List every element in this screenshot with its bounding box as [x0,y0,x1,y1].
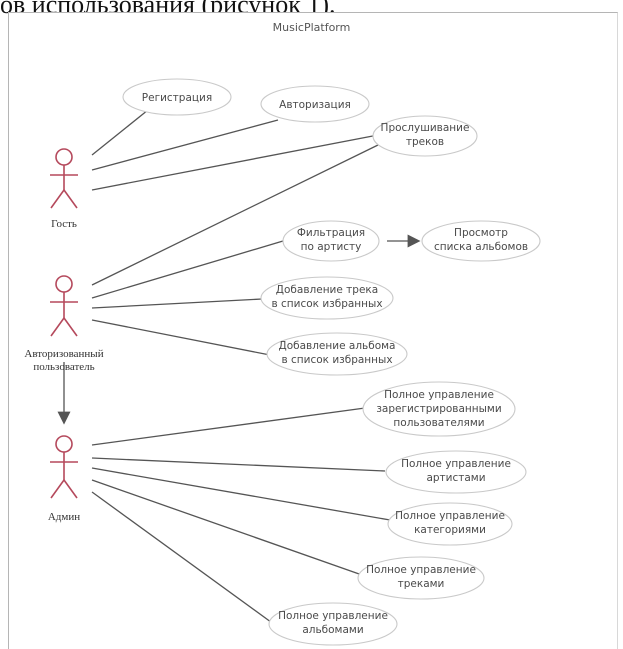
actor-admin [50,435,78,499]
usecase-manage-artists-text-1: Полное управление [401,458,511,470]
usecase-listening-text-2: треков [406,136,444,148]
usecase-manage-artists-text-2: артистами [426,472,485,484]
usecase-add-track: Добавление трека в список избранных [260,276,394,320]
usecase-manage-albums: Полное управление альбомами [268,602,398,646]
system-title: MusicPlatform [272,21,351,34]
usecase-add-album-text-1: Добавление альбома [279,340,396,352]
association-lines [57,109,421,626]
usecase-add-album-text-2: в список избранных [281,354,392,366]
line-guest-registration [91,109,149,156]
usecase-filter-text-2: по артисту [301,241,362,253]
line-admin-categories [91,467,391,521]
line-user-addalbum [91,319,271,356]
usecase-manage-categories-text-2: категориями [414,524,486,536]
usecase-manage-tracks-text-1: Полное управление [366,564,476,576]
line-user-addtrack [91,298,263,309]
line-admin-users [91,407,366,446]
actor-user-label-line1: Авторизованный [24,348,103,360]
actor-admin-label: Админ [48,511,80,523]
usecase-manage-categories: Полное управление категориями [387,502,513,546]
line-admin-tracks [91,479,363,576]
usecase-manage-users-text-2: зарегистрированными [376,403,501,415]
usecase-manage-tracks-text-2: треками [398,578,445,590]
actor-user-label-line2: пользователь [33,361,94,373]
usecase-manage-albums-text-2: альбомами [302,624,363,636]
usecase-add-track-text-1: Добавление трека [276,284,378,296]
line-guest-authorization [91,119,279,171]
usecase-authorization: Авторизация [260,85,370,123]
usecase-add-album: Добавление альбома в список избранных [266,332,408,376]
line-admin-artists [91,457,386,472]
usecase-manage-albums-text-1: Полное управление [278,610,388,622]
line-guest-listening [91,134,379,191]
usecase-filter: Фильтрация по артисту [282,220,380,262]
usecase-authorization-text: Авторизация [279,99,351,111]
usecase-view-albums: Просмотр списка альбомов [421,220,541,262]
usecase-view-albums-text-1: Просмотр [454,227,508,239]
system-boundary [8,12,618,649]
line-user-listening [91,144,379,286]
usecase-listening: Прослушивание треков [372,115,478,157]
actor-authorized-user [50,275,78,337]
usecase-registration-text: Регистрация [142,92,212,104]
line-user-filter [91,237,294,299]
usecase-manage-users: Полное управление зарегистрированными по… [362,381,516,437]
usecase-listening-text-1: Прослушивание [381,122,470,134]
usecase-add-track-text-2: в список избранных [271,298,382,310]
actor-guest-label: Гость [51,218,77,230]
usecase-manage-tracks: Полное управление треками [357,556,485,600]
usecase-filter-text-1: Фильтрация [297,227,365,239]
usecase-view-albums-text-2: списка альбомов [434,241,528,253]
usecase-manage-users-text-1: Полное управление [384,389,494,401]
usecase-registration: Регистрация [122,78,232,116]
usecase-manage-users-text-3: пользователями [393,417,484,429]
line-admin-albums [91,491,276,626]
actor-guest [50,148,78,209]
usecase-manage-categories-text-1: Полное управление [395,510,505,522]
usecase-manage-artists: Полное управление артистами [385,450,527,494]
